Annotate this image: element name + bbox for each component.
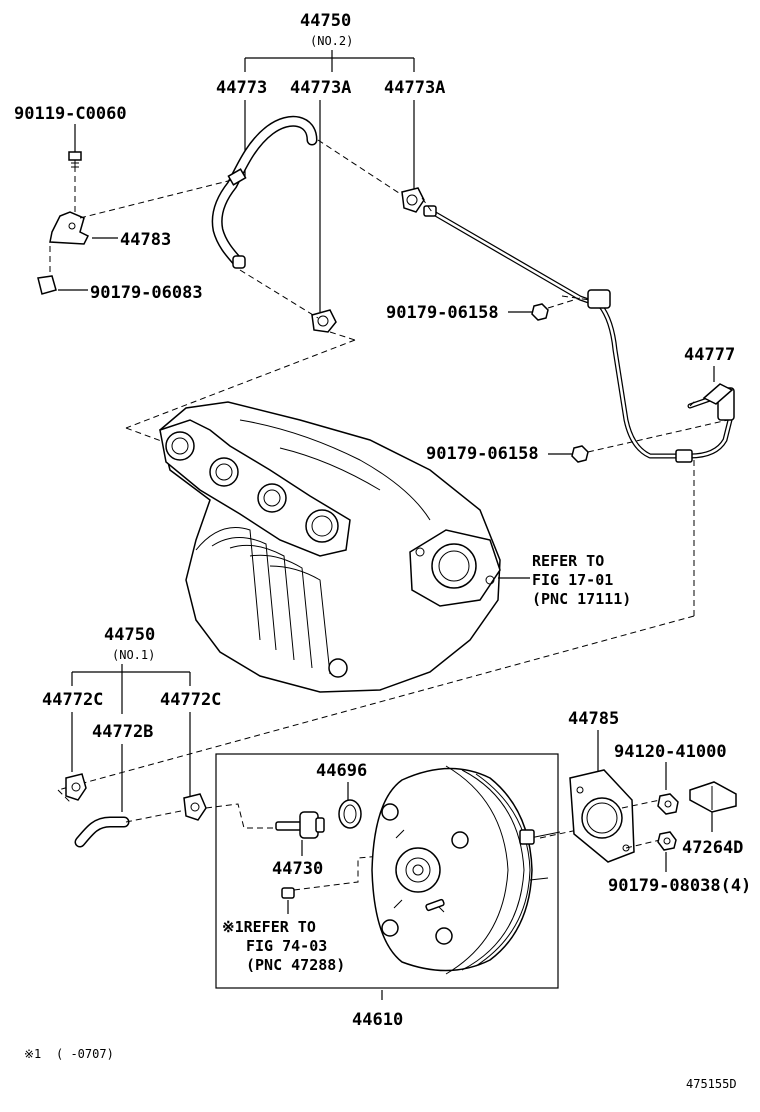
- small-clip-ref[interactable]: [281, 887, 295, 899]
- part-number-44610[interactable]: 44610: [352, 1010, 403, 1030]
- bolt-90119-C0060[interactable]: [68, 151, 82, 172]
- part-number-44773A-1[interactable]: 44773A: [290, 78, 351, 98]
- refer-17-01-line2[interactable]: FIG 17-01: [532, 571, 613, 589]
- dashed-hose-clip-right: [317, 139, 403, 196]
- part-number-90179-06083[interactable]: 90179-06083: [90, 283, 203, 303]
- dashed-gasket-94120: [621, 799, 661, 809]
- nut-94120-41000[interactable]: [657, 793, 679, 815]
- leader-lines-no1: [71, 712, 191, 812]
- part-number-44785[interactable]: 44785: [568, 709, 619, 729]
- check-valve-44730[interactable]: [275, 811, 325, 839]
- dashed-clip-valve: [205, 803, 274, 829]
- dashed-44783-hose: [79, 179, 233, 219]
- hose-clip-44772C-left[interactable]: [65, 773, 87, 801]
- part-number-47264D[interactable]: 47264D: [682, 838, 743, 858]
- vacuum-hose-44773[interactable]: [211, 115, 318, 269]
- part-number-44773[interactable]: 44773: [216, 78, 267, 98]
- part-number-90179-06158-a[interactable]: 90179-06158: [386, 303, 499, 323]
- bracket-44750-no1: [71, 664, 191, 714]
- booster-assembly-box: [215, 753, 559, 989]
- nut-90179-08038[interactable]: [657, 831, 677, 851]
- label-no2: (NO.2): [310, 34, 353, 48]
- grommet-44696[interactable]: [338, 799, 362, 829]
- dashed-nut-b: [587, 419, 729, 453]
- part-number-44777[interactable]: 44777: [684, 345, 735, 365]
- part-number-44773A-2[interactable]: 44773A: [384, 78, 445, 98]
- dashed-pipe-end: [561, 295, 591, 301]
- part-number-90179-06158-b[interactable]: 90179-06158: [426, 444, 539, 464]
- part-number-90179-08038[interactable]: 90179-08038(4): [608, 876, 751, 896]
- dashed-ref-clip: [293, 855, 383, 891]
- brake-booster-44610[interactable]: [371, 765, 561, 975]
- part-number-44696[interactable]: 44696: [316, 761, 367, 781]
- part-number-44772C-1[interactable]: 44772C: [42, 690, 103, 710]
- dashed-clip-manifold: [125, 339, 356, 429]
- union-44777[interactable]: [702, 383, 734, 405]
- dashed-hose-clip-left: [239, 269, 319, 319]
- footnote-text: ( -0707): [56, 1047, 114, 1061]
- nut-90179-06083[interactable]: [37, 275, 57, 295]
- refer-17-01-line3: (PNC 17111): [532, 590, 631, 608]
- part-number-44772C-2[interactable]: 44772C: [160, 690, 221, 710]
- dashed-nut-a: [547, 297, 581, 309]
- intake-manifold: [125, 401, 501, 693]
- dashed-no1: [57, 789, 187, 823]
- hose-clip-44772C-right[interactable]: [183, 793, 207, 821]
- bracket-44783[interactable]: [49, 211, 90, 245]
- part-number-44783[interactable]: 44783: [120, 230, 171, 250]
- part-number-94120-41000[interactable]: 94120-41000: [614, 742, 727, 762]
- vacuum-hose-44772B[interactable]: [74, 816, 130, 848]
- diagram-code: 475155D: [686, 1077, 737, 1091]
- dashed-gasket-90179: [625, 839, 661, 849]
- dashed-clip-corner: [329, 331, 356, 341]
- bracket-47264D[interactable]: [689, 781, 737, 813]
- gasket-44785[interactable]: [569, 769, 635, 863]
- hose-clip-44773A-right[interactable]: [401, 187, 425, 213]
- refer-74-03-line2[interactable]: FIG 74-03: [246, 937, 327, 955]
- dashed-pipe-clip: [421, 197, 433, 213]
- label-no1: (NO.1): [112, 648, 155, 662]
- part-number-44772B[interactable]: 44772B: [92, 722, 153, 742]
- vacuum-pipe[interactable]: [423, 205, 735, 463]
- dashed-44777: [689, 399, 697, 407]
- part-number-44730[interactable]: 44730: [272, 859, 323, 879]
- footnote-mark: ※1: [24, 1047, 41, 1061]
- refer-17-01-line1: REFER TO: [532, 552, 604, 570]
- part-number-44750-no2[interactable]: 44750: [300, 11, 351, 31]
- part-number-44750-no1[interactable]: 44750: [104, 625, 155, 645]
- nut-90179-06158-b[interactable]: [571, 445, 589, 463]
- refer-74-03-line1: ※1REFER TO: [222, 918, 316, 936]
- hose-clip-44773A-left[interactable]: [311, 309, 337, 333]
- bracket-44750-no2: [244, 50, 415, 72]
- part-number-90119-C0060[interactable]: 90119-C0060: [14, 104, 127, 124]
- refer-74-03-line3: (PNC 47288): [246, 956, 345, 974]
- nut-90179-06158-a[interactable]: [531, 303, 549, 321]
